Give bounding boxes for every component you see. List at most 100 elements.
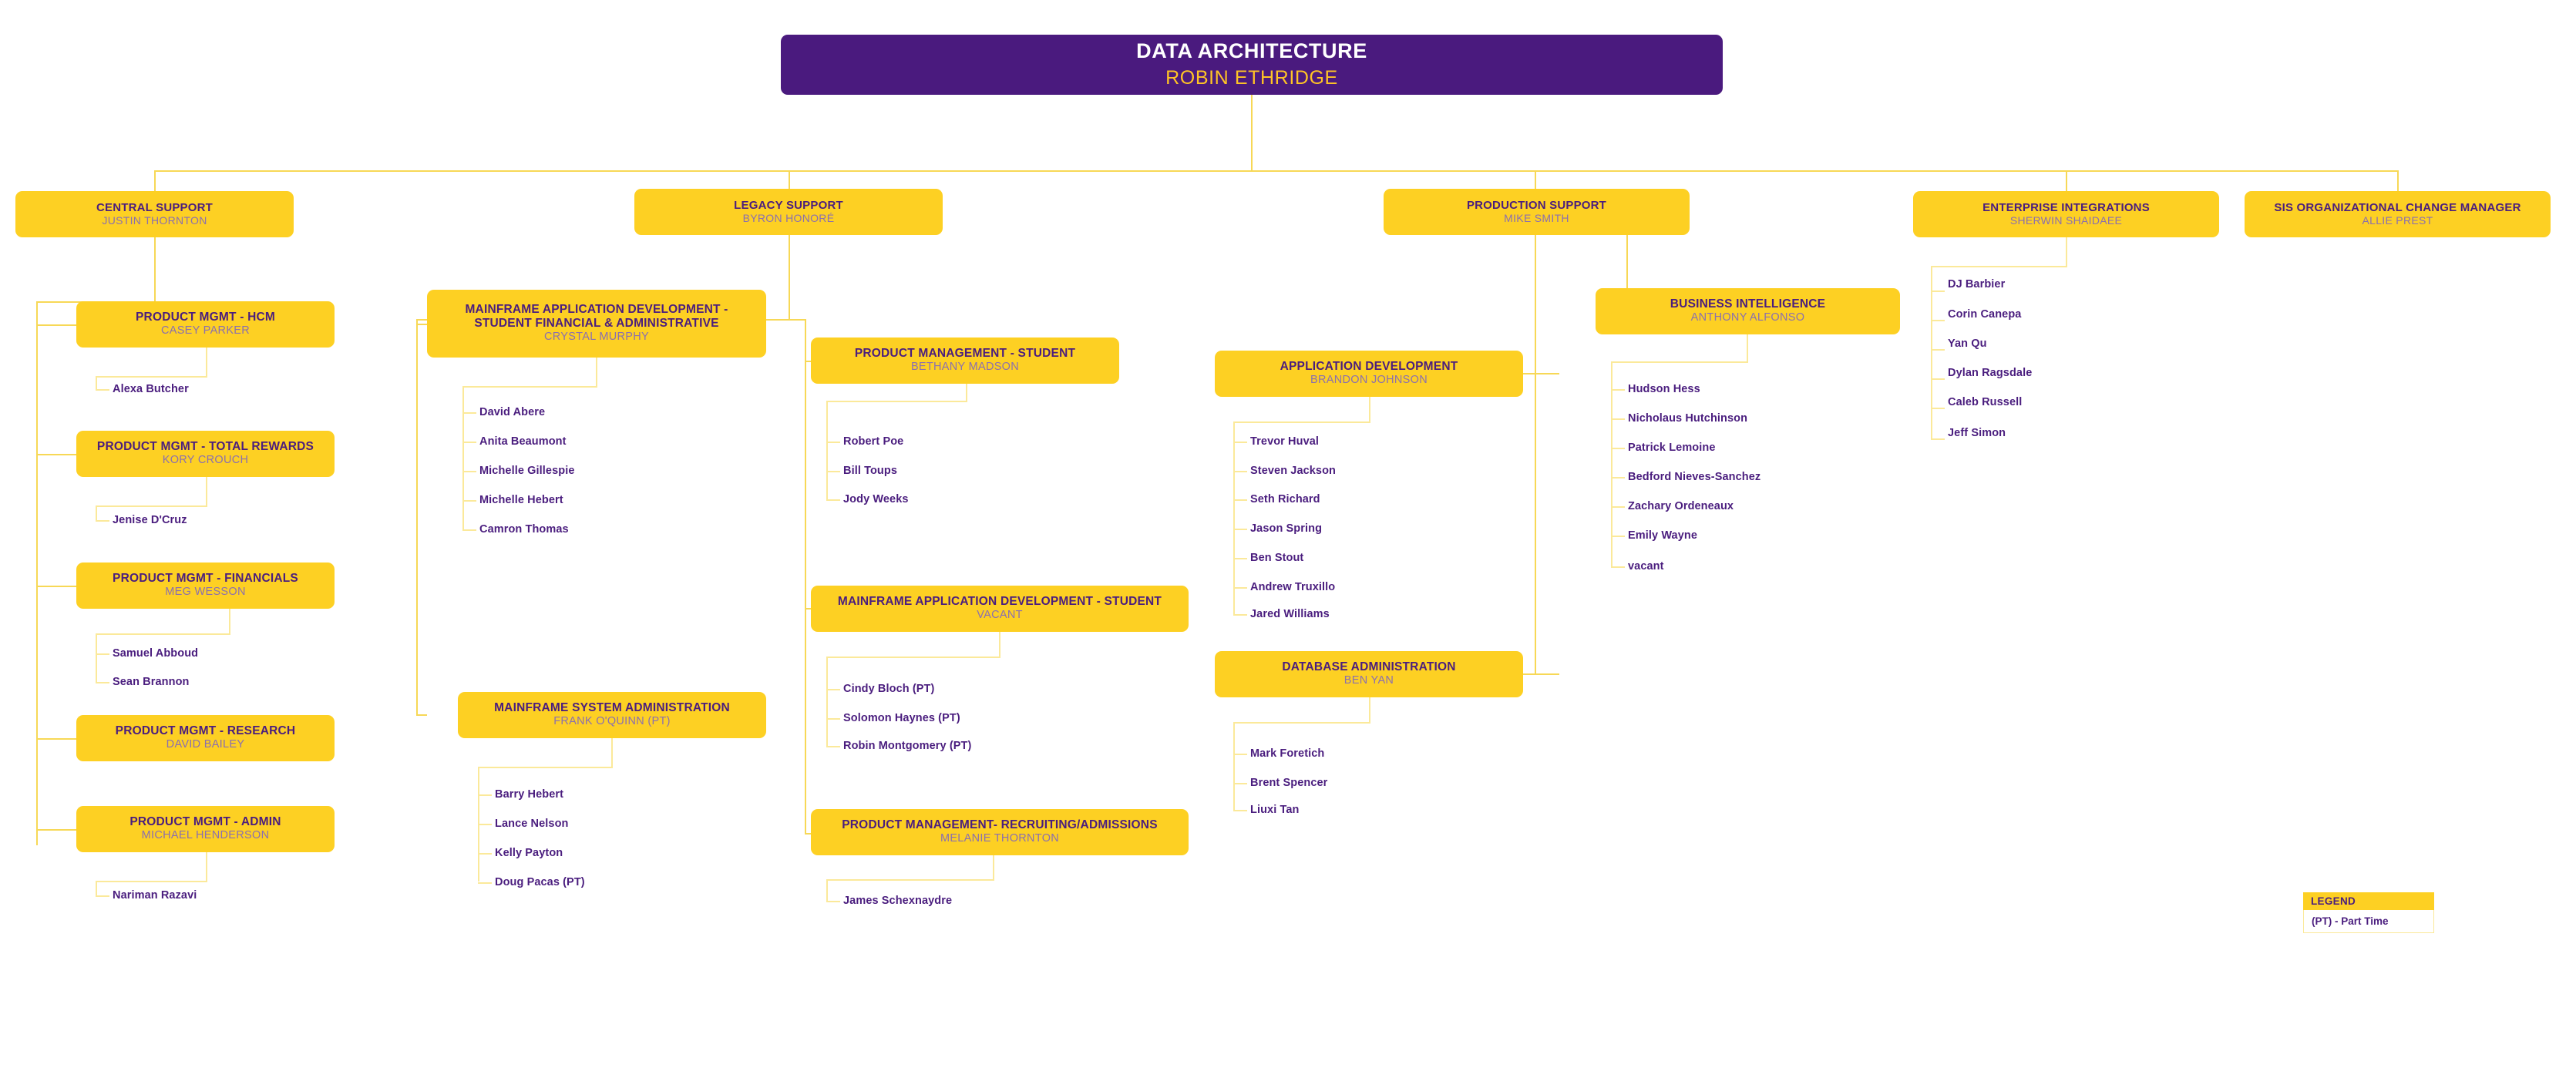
connector-financials-leaf-1: [96, 653, 109, 655]
connector-enterprise-leaf-6: [1931, 438, 1945, 440]
division-person: ALLIE PREST: [2362, 214, 2433, 227]
connector-pmstudent-spine: [826, 401, 828, 499]
team-person: VACANT: [977, 609, 1023, 622]
connector-bi-leaf-3: [1611, 448, 1625, 449]
division-title: ENTERPRISE INTEGRATIONS: [1982, 200, 2150, 214]
connector-hcm-stem: [206, 348, 207, 377]
connector-dba-leaf-2: [1233, 783, 1247, 784]
connector-legacy-right-stub-1: [805, 361, 811, 362]
node-business-intelligence[interactable]: BUSINESS INTELLIGENCE ANTHONY ALFONSO: [1596, 288, 1900, 334]
connector-central-stub-2: [36, 454, 76, 455]
connector-enterprise-stem: [2066, 237, 2067, 267]
connector-enterprise-leaf-5: [1931, 408, 1945, 409]
employee-name: Liuxi Tan: [1250, 804, 1300, 816]
employee-name: Zachary Ordeneaux: [1628, 500, 1734, 512]
employee-name: Robert Poe: [843, 435, 904, 448]
team-person: CASEY PARKER: [160, 324, 251, 338]
connector-production-stem: [1535, 235, 1536, 374]
connector-legacy-right-elbow: [789, 319, 805, 321]
connector-dba-spine: [1233, 722, 1235, 811]
connector-pmstudent-leaf-3: [826, 499, 840, 501]
employee-name: Jenise D'Cruz: [113, 514, 187, 526]
team-title: MAINFRAME SYSTEM ADMINISTRATION: [494, 701, 730, 715]
connector-legacy-stem: [789, 235, 790, 320]
node-product-mgmt-hcm[interactable]: PRODUCT MGMT - HCM CASEY PARKER: [76, 301, 335, 348]
connector-enterprise-leaf-3: [1931, 349, 1945, 351]
connector-recruiting-stem: [993, 855, 994, 880]
team-person: KORY CROUCH: [162, 454, 249, 467]
node-application-development[interactable]: APPLICATION DEVELOPMENT BRANDON JOHNSON: [1215, 351, 1523, 397]
node-product-mgmt-financials[interactable]: PRODUCT MGMT - FINANCIALS MEG WESSON: [76, 563, 335, 609]
connector-legacy-stub-1: [416, 324, 427, 325]
connector-mfsfa-spine: [462, 386, 464, 530]
node-mainframe-system-administration[interactable]: MAINFRAME SYSTEM ADMINISTRATION FRANK O'…: [458, 692, 766, 738]
connector-pmstudent-leaf-1: [826, 442, 840, 443]
connector-appdev-in: [1523, 373, 1535, 374]
connector-appdev-spine: [1233, 421, 1235, 615]
employee-name: Trevor Huval: [1250, 435, 1320, 448]
team-person: MEG WESSON: [165, 586, 246, 599]
employee-name: Doug Pacas (PT): [495, 876, 585, 888]
connector-mfsys-elbow: [478, 767, 613, 768]
legend: LEGEND (PT) - Part Time: [2303, 892, 2434, 933]
employee-name: Jeff Simon: [1948, 427, 2006, 439]
connector-hcm-spine: [96, 376, 97, 391]
connector-bi-leaf-7: [1611, 566, 1625, 568]
node-sis-change-manager[interactable]: SIS ORGANIZATIONAL CHANGE MANAGER ALLIE …: [2245, 191, 2551, 237]
division-title: LEGACY SUPPORT: [734, 198, 843, 212]
connector-legacy-right-spine: [805, 319, 806, 834]
connector-dba-elbow: [1233, 722, 1370, 724]
node-product-management-recruiting[interactable]: PRODUCT MANAGEMENT- RECRUITING/ADMISSION…: [811, 809, 1189, 855]
connector-appdev-leaf-6: [1233, 587, 1247, 589]
node-product-mgmt-admin[interactable]: PRODUCT MGMT - ADMIN MICHAEL HENDERSON: [76, 806, 335, 852]
connector-appdev-leaf-2: [1233, 471, 1247, 472]
team-person: BRANDON JOHNSON: [1310, 374, 1428, 387]
connector-admin-leaf-1: [96, 895, 109, 897]
employee-name: Bedford Nieves-Sanchez: [1628, 471, 1761, 483]
employee-name: Dylan Ragsdale: [1948, 367, 2033, 379]
connector-mfsfa-elbow: [462, 386, 597, 388]
connector-rewards-leaf-1: [96, 520, 109, 522]
connector-central-stub-3: [36, 586, 76, 587]
node-production-support[interactable]: PRODUCTION SUPPORT MIKE SMITH: [1384, 189, 1690, 235]
node-enterprise-integrations[interactable]: ENTERPRISE INTEGRATIONS SHERWIN SHAIDAEE: [1913, 191, 2219, 237]
employee-name: Anita Beaumont: [479, 435, 567, 448]
node-product-mgmt-total-rewards[interactable]: PRODUCT MGMT - TOTAL REWARDS KORY CROUCH: [76, 431, 335, 477]
connector-mfstudent-elbow: [826, 657, 1000, 658]
connector-mfsfa-stem: [596, 358, 597, 387]
node-database-administration[interactable]: DATABASE ADMINISTRATION BEN YAN: [1215, 651, 1523, 697]
node-product-mgmt-research[interactable]: PRODUCT MGMT - RESEARCH DAVID BAILEY: [76, 715, 335, 761]
node-mainframe-app-dev-student[interactable]: MAINFRAME APPLICATION DEVELOPMENT - STUD…: [811, 586, 1189, 632]
team-title: MAINFRAME APPLICATION DEVELOPMENT - STUD…: [837, 595, 1162, 609]
connector-mfstudent-leaf-1: [826, 689, 840, 690]
connector-bi-branch-stem: [1626, 235, 1628, 312]
node-product-management-student[interactable]: PRODUCT MANAGEMENT - STUDENT BETHANY MAD…: [811, 338, 1119, 384]
connector-enterprise-spine: [1931, 266, 1932, 440]
employee-name: Ben Stout: [1250, 552, 1304, 564]
node-mainframe-app-dev-sfa[interactable]: MAINFRAME APPLICATION DEVELOPMENT - STUD…: [427, 290, 766, 358]
root-person: ROBIN ETHRIDGE: [1165, 67, 1338, 89]
connector-recruiting-leaf-1: [826, 901, 840, 902]
node-legacy-support[interactable]: LEGACY SUPPORT BYRON HONORÉ: [634, 189, 943, 235]
employee-name: Sean Brannon: [113, 676, 190, 688]
connector-pmstudent-stem: [966, 384, 967, 401]
connector-appdev-leaf-5: [1233, 558, 1247, 559]
team-title: DATABASE ADMINISTRATION: [1282, 660, 1456, 674]
employee-name: Alexa Butcher: [113, 383, 189, 395]
node-central-support[interactable]: CENTRAL SUPPORT JUSTIN THORNTON: [15, 191, 294, 237]
connector-recruiting-elbow: [826, 879, 994, 881]
employee-name: Steven Jackson: [1250, 465, 1337, 477]
node-data-architecture[interactable]: DATA ARCHITECTURE ROBIN ETHRIDGE: [781, 35, 1723, 95]
employee-name: Kelly Payton: [495, 847, 563, 859]
connector-mfstudent-spine: [826, 657, 828, 747]
employee-name: Andrew Truxillo: [1250, 581, 1336, 593]
connector-mfsys-leaf-1: [478, 794, 492, 796]
team-title: PRODUCT MANAGEMENT- RECRUITING/ADMISSION…: [842, 818, 1158, 832]
legend-header: LEGEND: [2303, 892, 2434, 910]
employee-name: Michelle Hebert: [479, 494, 563, 506]
division-title: PRODUCTION SUPPORT: [1466, 198, 1607, 212]
connector-enterprise-leaf-1: [1931, 290, 1945, 292]
team-person: CRYSTAL MURPHY: [543, 331, 650, 344]
team-title: PRODUCT MGMT - TOTAL REWARDS: [96, 440, 314, 454]
employee-name: Caleb Russell: [1948, 396, 2023, 408]
